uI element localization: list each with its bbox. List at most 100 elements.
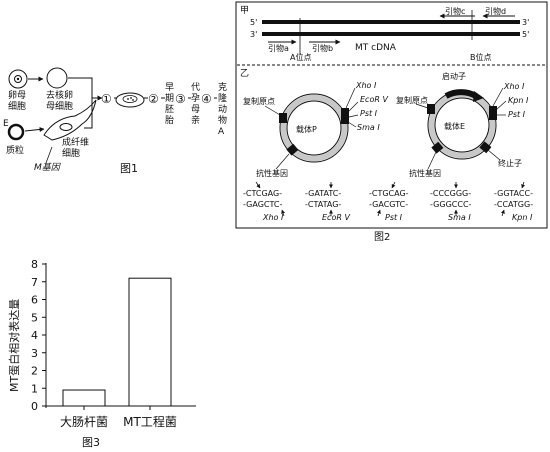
site-top-seq: -CTGCAG-: [369, 189, 409, 198]
primer-b-label: 引物b: [312, 43, 333, 53]
figure-2: 甲 5' 3' 3' 5' 引物c 引物d 引物a 引物b MT cDNA A位…: [235, 1, 548, 243]
m-gene-label: M基因: [34, 162, 62, 173]
plasmid-label: 质粒: [6, 144, 24, 156]
site-top-seq: -CTCGAG-: [243, 189, 282, 198]
restriction-site-pst: -CTGCAG- -GACGTC- Pst I: [369, 181, 409, 222]
restriction-site-sma: -CCCGGG- -GGGCCC- Sma I: [430, 182, 472, 222]
vector-p-resistance: 抗性基因: [256, 168, 288, 178]
vector-p-ori-block: [279, 113, 287, 123]
vector-e-ori-block: [427, 104, 435, 114]
oocyte-label-2: 细胞: [8, 100, 26, 112]
vector-e-promoter: 启动子: [442, 71, 466, 81]
primer-a-label: 引物a: [268, 43, 289, 53]
panel-b-label: 乙: [240, 68, 249, 79]
surrogate-2: 孕: [191, 93, 200, 104]
figure-1: 卵母 细胞 去核卵 母细胞 E 质粒 成纤维 细胞 M基因 ① ② 早 期: [3, 67, 227, 175]
y-tick-label: 2: [31, 365, 38, 378]
vector-p-ori: 复制原点: [243, 96, 275, 106]
strand-top-5prime: 5': [250, 18, 257, 27]
strand-bottom-3prime: 3': [250, 30, 257, 39]
x-category-label: MT工程菌: [123, 414, 177, 429]
surrogate-1: 代: [191, 82, 200, 93]
restriction-site-kpn: -GGTACC- -CCATGG- Kpn I: [494, 181, 533, 222]
fibroblast-label-2: 细胞: [62, 147, 80, 159]
clone-3: 动: [218, 104, 227, 115]
enucleated-label-1: 去核卵: [46, 89, 73, 101]
panel-a-label: 甲: [240, 5, 249, 16]
dna-strand-bottom: [262, 32, 520, 36]
figure-1-caption: 图1: [120, 162, 138, 175]
fibroblast-cell: [43, 99, 97, 141]
site-enzyme: EcoR V: [322, 213, 350, 222]
vector-e-mcs-block: [489, 106, 497, 120]
vector-p-name: 载体P: [296, 124, 317, 134]
plasmid-e-label: E: [3, 119, 9, 129]
early-embryo-1: 早: [165, 82, 174, 93]
y-tick-label: 4: [31, 329, 38, 342]
bar-1: [62, 389, 106, 407]
clone-4: 物: [218, 114, 227, 126]
x-category-label: 大肠杆菌: [60, 415, 108, 429]
y-tick-label: 7: [31, 276, 38, 289]
vector-p-enzyme-pst: Pst I: [360, 109, 378, 118]
vector-p-ring: [279, 93, 349, 163]
site-bottom-seq: -GAGCTC-: [243, 200, 283, 209]
site-b-label: B位点: [470, 52, 492, 62]
vector-p-resistance-block: [286, 143, 299, 156]
site-top-seq: -GGTACC-: [494, 189, 533, 198]
step-2: ②: [148, 92, 159, 106]
site-a-label: A位点: [290, 52, 311, 62]
strand-bottom-5prime: 5': [522, 30, 529, 39]
oocyte-cell: [8, 69, 28, 89]
plasmid-ring: [7, 123, 25, 141]
vector-p-enzyme-ecorv: EcoR V: [360, 95, 388, 104]
vector-p-mcs-block: [341, 108, 349, 124]
y-tick-label: 1: [31, 382, 38, 395]
culture-dish: [115, 92, 145, 108]
oocyte-nucleus: [14, 75, 22, 83]
y-tick-label: 3: [31, 347, 38, 360]
early-embryo-4: 胎: [165, 114, 174, 126]
site-bottom-seq: -GGGCCC-: [430, 200, 472, 209]
figure-3-caption: 图3: [82, 436, 100, 449]
restriction-site-ecorv: -GATATC- -CTATAG- EcoR V: [305, 182, 350, 222]
vector-e-name: 载体E: [444, 121, 465, 131]
site-enzyme: Xho I: [262, 213, 284, 222]
primer-c-label: 引物c: [445, 6, 465, 16]
arrow-plasmid: [24, 126, 45, 132]
vector-e-enzyme-kpn: Kpn I: [508, 96, 529, 105]
chart-y-axis-label: MT蛋白相对表达量: [7, 299, 21, 392]
surrogate-3: 母: [191, 104, 200, 115]
site-enzyme: Pst I: [385, 213, 403, 222]
enucleated-oocyte: [46, 67, 68, 89]
y-tick-label: 8: [31, 258, 38, 271]
site-enzyme: Sma I: [448, 213, 471, 222]
vector-e-resistance: 抗性基因: [409, 168, 441, 178]
vector-e-ori: 复制原点: [396, 95, 428, 105]
step-3: ③: [175, 92, 186, 106]
early-embryo-3: 胚: [165, 104, 174, 115]
bracket-line: [68, 77, 93, 129]
enucleated-label-2: 母细胞: [46, 100, 73, 112]
vector-e-enzyme-pst: Pst I: [508, 110, 526, 119]
dna-strand-top: [262, 20, 520, 24]
y-tick-label: 0: [31, 400, 38, 413]
restriction-site-xho: -CTCGAG- -GAGCTC- Xho I: [243, 181, 286, 222]
step-1: ①: [101, 92, 112, 106]
figure-2-frame: [235, 1, 548, 229]
gene-pointer: [45, 146, 53, 164]
vector-e-enzyme-xho: Xho I: [503, 82, 525, 91]
clone-1: 克: [218, 82, 227, 93]
primer-d-label: 引物d: [485, 6, 506, 16]
site-top-seq: -GATATC-: [305, 189, 341, 198]
clone-2: 隆: [218, 92, 227, 104]
fibroblast-label-1: 成纤维: [62, 136, 89, 148]
strand-top-3prime: 3': [522, 18, 529, 27]
site-bottom-seq: -CCATGG-: [494, 200, 533, 209]
site-bottom-seq: -GACGTC-: [369, 200, 408, 209]
bar-2: [128, 277, 172, 407]
step-4: ④: [201, 92, 212, 106]
site-bottom-seq: -CTATAG-: [305, 200, 341, 209]
